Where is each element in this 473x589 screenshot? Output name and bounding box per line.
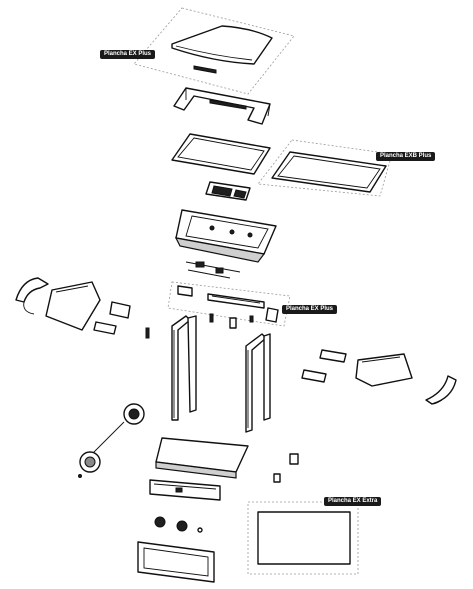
right-leg-frame [245, 333, 271, 433]
ex-plus-rail-variant-box [167, 281, 291, 327]
label-plancha-ex-plus-top: Plancha EX Plus [100, 50, 156, 59]
exb-plate-variant-box [257, 139, 393, 197]
label-plancha-ex-plus-mid: Plancha EX Plus [282, 305, 338, 314]
label-plancha-exb-plus: Plancha EXB Plus [376, 152, 436, 161]
lid-variant-box [133, 7, 295, 95]
lower-shelf [155, 437, 249, 479]
cylinder-clips [273, 453, 299, 483]
front-rail-parts [177, 285, 279, 323]
label-plancha-ex-extra: Plancha EX Extra [324, 497, 382, 506]
left-leg-frame [171, 315, 197, 421]
firebox [174, 209, 277, 263]
control-knobs [154, 516, 203, 533]
left-side-shelf [15, 277, 101, 331]
small-wheel [78, 451, 101, 478]
screws [209, 313, 254, 329]
ex-extra-panel [257, 511, 351, 565]
exb-cooking-plate [271, 151, 387, 193]
plancha-lid [171, 25, 273, 74]
wind-shield-frame [173, 87, 271, 125]
front-control-panel [149, 479, 221, 501]
ex-extra-variant-box [247, 501, 359, 575]
burner-bracket [205, 181, 251, 201]
bottom-front-panel [137, 541, 215, 583]
large-wheel [91, 403, 145, 455]
right-shelf-brackets [301, 349, 347, 383]
cooking-plate [171, 133, 271, 175]
gas-valve-assembly [185, 261, 241, 279]
left-shelf-brackets [93, 301, 150, 339]
right-side-shelf [355, 353, 457, 405]
